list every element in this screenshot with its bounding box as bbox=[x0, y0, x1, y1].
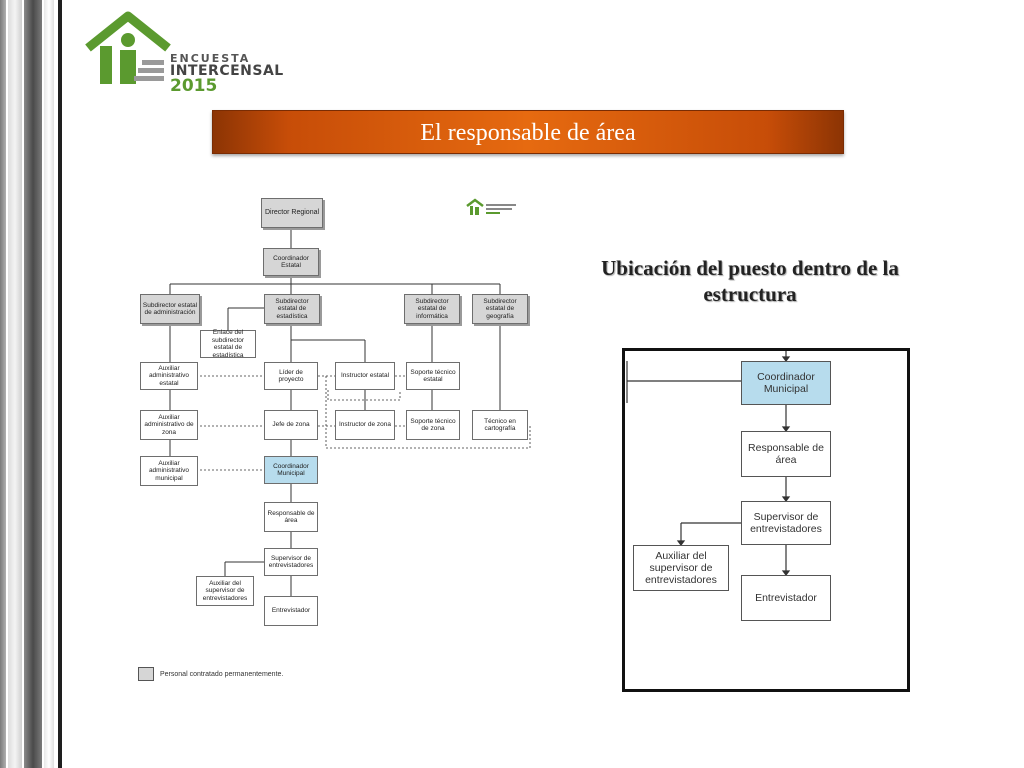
org-auxiliar-supervisor: Auxiliar del supervisor de entrevistador… bbox=[196, 576, 254, 606]
zoom-responsable-area: Responsable de área bbox=[741, 431, 831, 477]
org-subdirector-estadistica: Subdirector estatal de estadística bbox=[264, 294, 320, 324]
logo-line-2: INTERCENSAL bbox=[170, 63, 284, 79]
org-auxiliar-estatal: Auxiliar administrativo estatal bbox=[140, 362, 198, 390]
decorative-bar bbox=[44, 0, 54, 768]
org-responsable-area: Responsable de área bbox=[264, 502, 318, 532]
org-director-regional: Director Regional bbox=[261, 198, 323, 228]
org-chart: Director Regional Coordinador Estatal Su… bbox=[130, 190, 540, 690]
org-lider-proyecto: Líder de proyecto bbox=[264, 362, 318, 390]
org-supervisor: Supervisor de entrevistadores bbox=[264, 548, 318, 576]
decorative-bar bbox=[0, 0, 6, 768]
zoom-auxiliar-supervisor: Auxiliar del supervisor de entrevistador… bbox=[633, 545, 729, 591]
encuesta-intercensal-logo: ENCUESTA INTERCENSAL 2015 bbox=[84, 10, 283, 96]
org-entrevistador: Entrevistador bbox=[264, 596, 318, 626]
org-coordinador-municipal: Coordinador Municipal bbox=[264, 456, 318, 484]
zoom-supervisor: Supervisor de entrevistadores bbox=[741, 501, 831, 545]
zoom-entrevistador: Entrevistador bbox=[741, 575, 831, 621]
org-auxiliar-municipal: Auxiliar administrativo municipal bbox=[140, 456, 198, 486]
org-coordinador-estatal: Coordinador Estatal bbox=[263, 248, 319, 276]
org-enlace: Enlace del subdirector estatal de estadí… bbox=[200, 329, 256, 359]
org-subdirector-informatica: Subdirector estatal de informática bbox=[404, 294, 460, 324]
house-logo-icon bbox=[85, 11, 171, 84]
mini-logo-icon bbox=[466, 198, 516, 215]
logo-line-3: 2015 bbox=[170, 76, 218, 96]
org-instructor-zona: Instructor de zona bbox=[335, 410, 395, 440]
zoomed-org-chart: Coordinador Municipal Responsable de áre… bbox=[622, 348, 910, 692]
org-tecnico-cartografia: Técnico en cartografía bbox=[472, 410, 528, 440]
legend-swatch bbox=[138, 667, 154, 681]
org-chart-connectors bbox=[169, 228, 531, 596]
decorative-bar bbox=[24, 0, 42, 768]
org-jefe-zona: Jefe de zona bbox=[264, 410, 318, 440]
logo-line-1: ENCUESTA bbox=[170, 52, 251, 65]
org-soporte-estatal: Soporte técnico estatal bbox=[406, 362, 460, 390]
slide-title: El responsable de área bbox=[212, 110, 844, 154]
org-instructor-estatal: Instructor estatal bbox=[335, 362, 395, 390]
legend-text: Personal contratado permanentemente. bbox=[160, 671, 284, 678]
org-auxiliar-zona: Auxiliar administrativo de zona bbox=[140, 410, 198, 440]
zoom-connectors bbox=[626, 351, 791, 576]
org-soporte-zona: Soporte técnico de zona bbox=[406, 410, 460, 440]
zoom-coordinador-municipal: Coordinador Municipal bbox=[741, 361, 831, 405]
decorative-bar bbox=[8, 0, 22, 768]
decorative-bar bbox=[58, 0, 62, 768]
org-subdirector-geografia: Subdirector estatal de geografía bbox=[472, 294, 528, 324]
org-subdirector-administracion: Subdirector estatal de administración bbox=[140, 294, 200, 324]
section-subtitle: Ubicación del puesto dentro de la estruc… bbox=[601, 256, 899, 306]
